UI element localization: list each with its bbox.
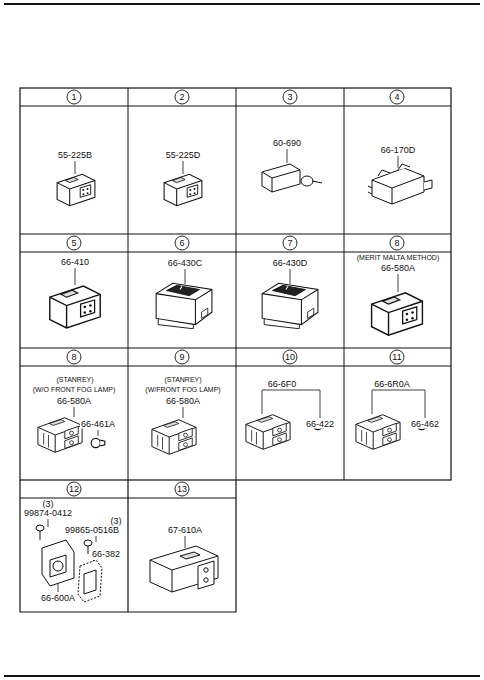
- part-number: 66-430D: [272, 259, 309, 268]
- part-number: 60-690: [272, 139, 302, 148]
- note-text: (W/O FRONT FOG LAMP): [32, 386, 117, 393]
- part-number: (3): [110, 517, 123, 526]
- note-text: (W/FRONT FOG LAMP): [144, 386, 221, 393]
- part-number: 66-462: [410, 420, 440, 429]
- part-cell: 3 60-690: [236, 88, 344, 234]
- callout-number: 4: [393, 93, 400, 102]
- part-cell: 2 55-225D: [128, 88, 236, 234]
- callout-number: 12: [68, 485, 80, 494]
- part-number: (3): [42, 500, 55, 509]
- callout-number: 8: [70, 353, 77, 362]
- callout-number: 2: [178, 93, 185, 102]
- callout-number: 5: [70, 239, 77, 248]
- part-cell: 8 (STANREY) (W/O FRONT FOG LAMP) 66-580A 66-…: [20, 348, 128, 480]
- note-text: (STANREY): [163, 376, 202, 383]
- part-number: 66-580A: [380, 264, 416, 273]
- part-number: 99874-0412: [23, 509, 73, 518]
- part-cell: 11 66-6R0A 66-462: [344, 348, 451, 480]
- callout-number: 3: [286, 93, 293, 102]
- part-number: 66-410: [60, 258, 90, 267]
- part-cell: 1 55-225B: [20, 88, 128, 234]
- part-number: 55-225B: [57, 151, 93, 160]
- part-cell: 7 66-430D: [236, 234, 344, 348]
- part-number: 66-580A: [165, 397, 201, 406]
- part-number: 99865-0516B: [64, 526, 120, 535]
- callout-number: 8: [393, 239, 400, 248]
- part-cell: 12(3)99874-0412(3)99865-0516B66-38266-60…: [20, 480, 128, 612]
- part-number: 66-6R0A: [373, 380, 411, 389]
- callout-number: 7: [286, 239, 293, 248]
- part-number: 67-610A: [167, 526, 203, 535]
- part-cell: 10 66-6F0 66-422: [236, 348, 344, 480]
- callout-number: 13: [176, 485, 188, 494]
- callout-number: 1: [70, 93, 77, 102]
- callout-number: 10: [284, 353, 296, 362]
- part-number: 55-225D: [165, 151, 202, 160]
- part-number: 66-6F0: [267, 380, 298, 389]
- part-cell: 13 67-610A: [128, 480, 236, 612]
- part-number: 66-430C: [167, 259, 204, 268]
- part-cell: 4 66-170D: [344, 88, 451, 234]
- part-number: 66-461A: [80, 420, 116, 429]
- part-number: 66-382: [91, 550, 121, 559]
- part-number: 66-600A: [40, 594, 76, 603]
- part-cell: 5 66-410: [20, 234, 128, 348]
- callout-number: 6: [178, 239, 185, 248]
- note-text: (MERIT MALTA METHOD): [356, 254, 440, 261]
- part-cell: 9 (STANREY) (W/FRONT FOG LAMP) 66-580A: [128, 348, 236, 480]
- callout-number: 11: [391, 353, 402, 362]
- part-cell: 6 66-430C: [128, 234, 236, 348]
- part-number: 66-422: [305, 420, 335, 429]
- callout-number: 9: [178, 353, 185, 362]
- note-text: (STANREY): [55, 376, 94, 383]
- part-cell: 8 (MERIT MALTA METHOD) 66-580A: [344, 234, 451, 348]
- part-number: 66-580A: [56, 397, 92, 406]
- part-number: 66-170D: [380, 146, 417, 155]
